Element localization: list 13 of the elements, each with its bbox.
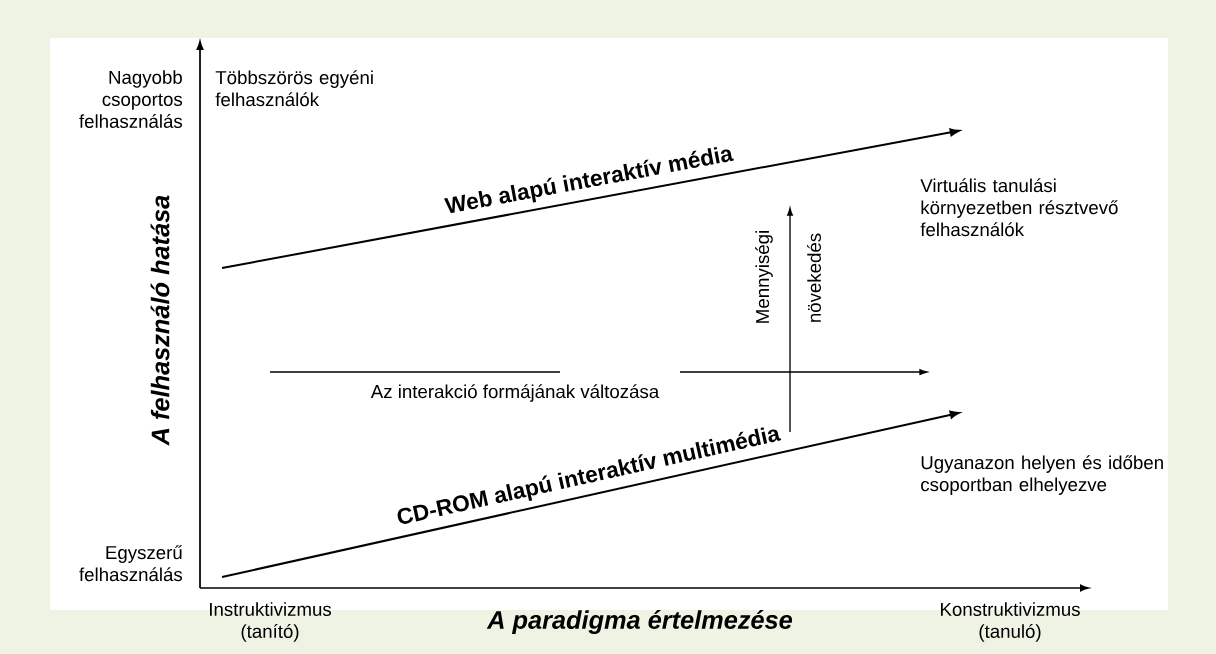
annotation-text: Ugyanazon helyen és időben csoportban elhelyezve	[921, 455, 1163, 495]
annotation-text: Az interakció formájának változása	[370, 384, 660, 402]
axis-label: Konstruktivizmus (tanuló)	[941, 602, 1080, 642]
annotation-text: Többszörös egyéni felhasználók	[215, 70, 373, 107]
axis-label: Nagyobb csoportos felhasználás	[79, 70, 183, 128]
annotation-text: növekedés	[807, 233, 821, 322]
axis-label: Instruktivizmus (tanító)	[210, 602, 332, 642]
annotation-text: Mennyiségi	[755, 231, 773, 323]
axis-title: A felhasználó hatása	[150, 195, 170, 446]
arrow-label: Web alapú interaktív média	[444, 146, 734, 214]
annotation-text: Virtuális tanulási környezetben résztvevő felhasználók	[920, 178, 1118, 237]
axis-title: A paradigma értelmezése	[486, 610, 793, 634]
axis-label: Egyszerű felhasználás	[79, 545, 183, 582]
